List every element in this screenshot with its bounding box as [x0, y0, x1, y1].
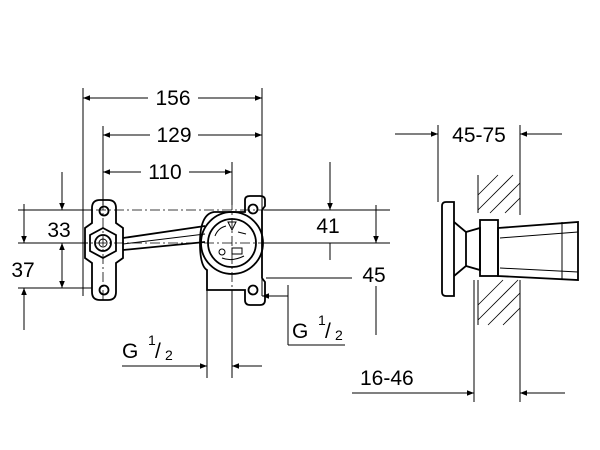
valve-lower-screw-hole	[247, 284, 259, 296]
svg-text:2: 2	[335, 327, 343, 343]
valve-body-side	[497, 221, 579, 281]
svg-text:1: 1	[148, 332, 156, 348]
connecting-arm	[122, 225, 206, 251]
valve-neck	[465, 226, 481, 272]
svg-text:/: /	[155, 340, 161, 363]
hot-cold-valve-icon	[214, 221, 247, 261]
mounting-plate	[441, 201, 455, 297]
svg-text:2: 2	[165, 347, 173, 363]
valve-upper-screw-hole	[247, 203, 259, 215]
left-thread-label: G 1 / 2	[122, 332, 173, 363]
dim-projection-range: 16-46	[360, 367, 414, 390]
svg-text:G: G	[122, 340, 138, 363]
dim-overall-width: 156	[155, 87, 190, 110]
svg-text:G: G	[292, 320, 308, 343]
right-thread-label: G 1 / 2	[292, 312, 343, 343]
front-view: 156 129 110 33 37 41 45	[4, 84, 396, 378]
svg-text:/: /	[325, 320, 331, 343]
lower-screw-hole	[98, 284, 110, 296]
dim-center-distance: 110	[148, 161, 181, 184]
dim-right-upper-height: 41	[316, 215, 339, 238]
valve-collar	[479, 219, 499, 277]
dim-wall-depth-range: 45-75	[452, 124, 506, 147]
wall-hatching	[477, 174, 521, 326]
svg-text:1: 1	[318, 312, 326, 328]
dim-mount-width: 129	[156, 124, 191, 147]
dim-right-lower-height: 45	[362, 264, 385, 287]
upper-screw-hole	[98, 205, 110, 217]
side-view: 45-75 16-46	[352, 124, 579, 402]
hexagon-port-icon	[89, 226, 117, 260]
left-mounting-bracket	[84, 199, 124, 301]
dim-left-upper-height: 33	[47, 219, 70, 242]
right-valve-body	[199, 195, 266, 306]
dim-left-lower-height: 37	[11, 259, 34, 282]
